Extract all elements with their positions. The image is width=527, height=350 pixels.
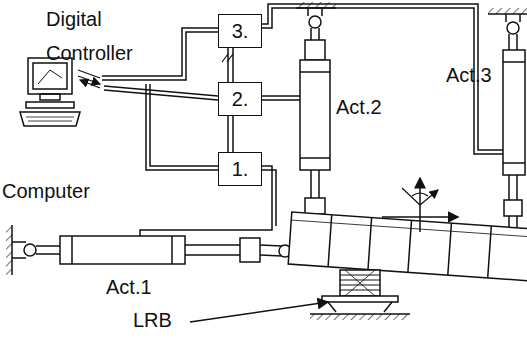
controller-box: 3. [218,14,262,48]
computer-label: Computer [2,176,90,206]
signal-wire [228,116,233,152]
actuator-label: Act.2 [336,92,382,122]
channel-number: 3. [232,20,249,42]
actuator-label: Act.1 [106,272,152,302]
channel-number: 1. [232,158,249,180]
actuator-label: Act.3 [446,60,492,90]
controller-label: Digital Controller [46,2,176,70]
channel-number: 2. [232,88,249,110]
controller-box: 1. [218,152,262,186]
signal-wire [228,48,233,82]
controller-box: 2. [218,82,262,116]
bearing-label: LRB [133,305,172,335]
